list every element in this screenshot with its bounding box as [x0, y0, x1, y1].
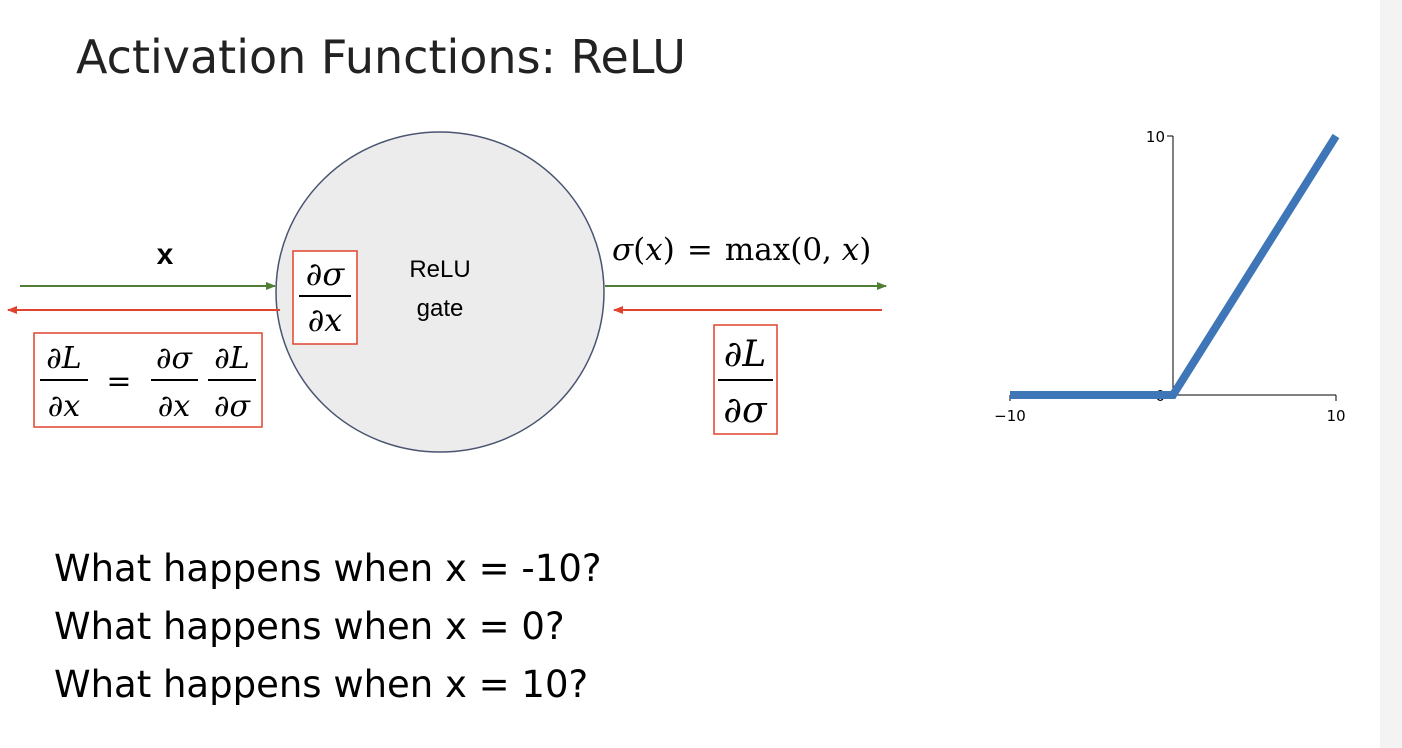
chain-rule-lhs-numerator: ∂L: [46, 341, 81, 376]
x-tick-label-10: 10: [1326, 407, 1345, 425]
chain-rule-local-numerator: ∂σ: [156, 341, 194, 376]
local-gradient-denominator: ∂x: [308, 301, 343, 339]
slide-title: Activation Functions: ReLU: [76, 30, 686, 84]
question-x-0: What happens when x = 0?: [54, 605, 565, 648]
local-gradient: ∂σ ∂x: [292, 250, 358, 345]
chain-rule-equals: =: [106, 364, 131, 399]
relu-gate-circle: [275, 131, 605, 453]
upstream-gradient: ∂L ∂σ: [713, 324, 778, 435]
y-tick-label-10: 10: [1146, 128, 1165, 146]
gate-label-line2: gate: [417, 295, 464, 322]
local-gradient-numerator: ∂σ: [306, 255, 346, 293]
chain-rule-upstream-denominator: ∂σ: [214, 389, 252, 424]
relu-plot: 10 0 −10 10: [994, 128, 1345, 425]
chain-rule-lhs-denominator: ∂x: [48, 389, 81, 424]
question-x-minus-10: What happens when x = -10?: [54, 547, 602, 590]
chain-rule-upstream-numerator: ∂L: [214, 341, 249, 376]
chain-rule: ∂L ∂x = ∂σ ∂x ∂L ∂σ: [33, 332, 263, 428]
upstream-gradient-denominator: ∂σ: [723, 390, 768, 431]
gate-label-line1: ReLU: [409, 256, 470, 283]
input-label: x: [157, 238, 174, 271]
chain-rule-local-denominator: ∂x: [158, 389, 191, 424]
local-gradient-box: [292, 250, 358, 345]
questions: What happens when x = -10? What happens …: [54, 540, 602, 714]
relu-series-line: [1010, 133, 1340, 399]
relu-formula: σ(x)=max(0, x): [612, 232, 871, 268]
sidebar-strip: [1380, 0, 1402, 748]
relu-gate-diagram: x ReLU gate ∂σ ∂x σ(x)=max(0, x) ∂L ∂σ ∂…: [7, 128, 1346, 453]
x-tick-label-minus-10: −10: [994, 407, 1026, 425]
question-x-10: What happens when x = 10?: [54, 663, 589, 706]
upstream-gradient-numerator: ∂L: [724, 334, 767, 375]
